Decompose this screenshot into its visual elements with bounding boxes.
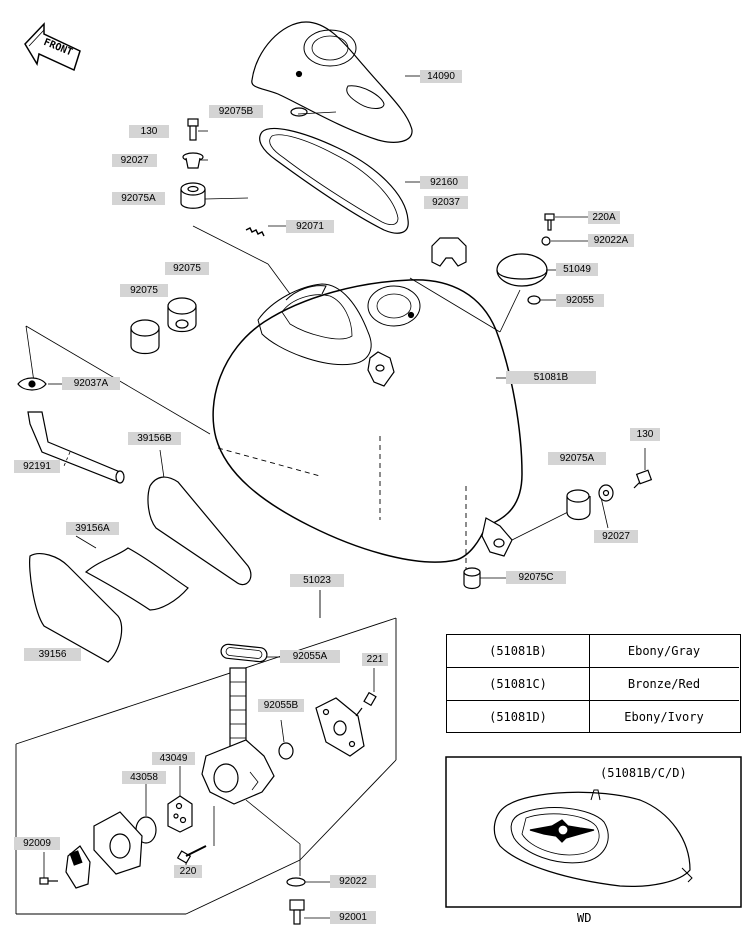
bolt-130-right [633,469,653,489]
label-92075-upper: 92075 [165,262,209,275]
assembly-leader-lines [43,656,375,919]
label-92075-lower: 92075 [120,284,168,297]
gasket-92055a [220,643,268,663]
color-name: Ebony/Gray [627,644,701,658]
label-92027-right: 92027 [594,530,638,543]
color-code: (51081C) [489,677,547,691]
screw-220 [176,845,207,864]
label-92009: 92009 [14,837,60,850]
label-92055b: 92055B [258,699,304,712]
fuel-cock-body [201,667,275,805]
grommet-92075c [463,567,481,590]
label-92001: 92001 [330,911,376,924]
label-51049: 51049 [556,263,598,276]
screw-220a [544,213,555,231]
inset-title: (51081B/C/D) [600,766,687,780]
bolt-130-top [187,118,199,141]
label-39156b: 39156B [128,432,181,445]
screw-92009 [39,877,58,885]
label-92022: 92022 [330,875,376,888]
color-table: (51081B) Ebony/Gray (51081C) Bronze/Red … [446,634,741,733]
hose-92191 [27,411,125,484]
gasket-43049 [167,795,193,833]
label-92075b-top: 92075B [209,105,263,118]
o-ring-92055 [527,295,541,305]
color-code: (51081D) [489,710,547,724]
label-92191: 92191 [14,460,60,473]
clip-92037 [431,237,467,267]
label-92027-top: 92027 [112,154,157,167]
inset-caption: WD [577,911,592,925]
cap-51049 [496,253,548,287]
label-92071: 92071 [286,220,334,233]
label-39156a: 39156A [66,522,119,535]
o-ring-92055b [278,742,294,760]
collar-92027-top [182,152,204,169]
assembly-51023-bracket [15,590,397,915]
pad-39156b [147,476,252,586]
tank-console-cover [251,21,413,143]
label-92037: 92037 [424,196,468,209]
label-221: 221 [362,653,388,666]
inset-tank-illustration [493,789,693,887]
label-39156: 39156 [24,648,81,661]
grommet-92075-lower [130,319,160,355]
lever-plate [93,811,143,875]
label-51081b: 51081B [506,371,596,384]
label-43058: 43058 [122,771,166,784]
gasket-92160 [259,127,409,234]
label-92075a-right: 92075A [548,452,606,465]
pad-39156 [29,553,123,663]
label-92075c: 92075C [506,571,566,584]
color-row: (51081B) Ebony/Gray [447,635,739,667]
label-92022a: 92022A [588,234,634,247]
washer-92022 [286,877,306,887]
label-92055a: 92055A [280,650,340,663]
color-name: Bronze/Red [627,677,701,691]
collar-92027-right [598,484,614,502]
grommet-92075a-right [566,489,591,521]
cover-plate [315,697,365,757]
washer-92022a [541,236,551,246]
label-92037a: 92037A [62,377,120,390]
label-92055: 92055 [556,294,604,307]
label-14090: 14090 [420,70,462,83]
bolt-92001 [289,899,305,925]
label-92160: 92160 [420,176,468,189]
fuel-tank-51081b [212,279,523,570]
front-arrow-icon: FRONT [24,22,81,72]
washer-92075b-top [290,107,308,117]
lever-knob-92009 [65,845,91,889]
color-code: (51081B) [489,644,547,658]
clip-92037a [17,377,47,391]
label-43049: 43049 [152,752,195,765]
label-220: 220 [174,865,202,878]
color-row: (51081C) Bronze/Red [447,668,739,700]
label-220a: 220A [588,211,620,224]
grommet-92075-upper [167,297,197,333]
label-51023: 51023 [290,574,344,587]
screw-221 [355,691,377,717]
label-130-right: 130 [630,428,660,441]
color-name: Ebony/Ivory [624,710,704,724]
spring-92071 [245,227,265,237]
label-130-top: 130 [129,125,169,138]
label-92075a-top: 92075A [112,192,165,205]
grommet-92075a-top [180,182,206,209]
color-row: (51081D) Ebony/Ivory [447,701,739,733]
pad-39156a [84,547,189,611]
